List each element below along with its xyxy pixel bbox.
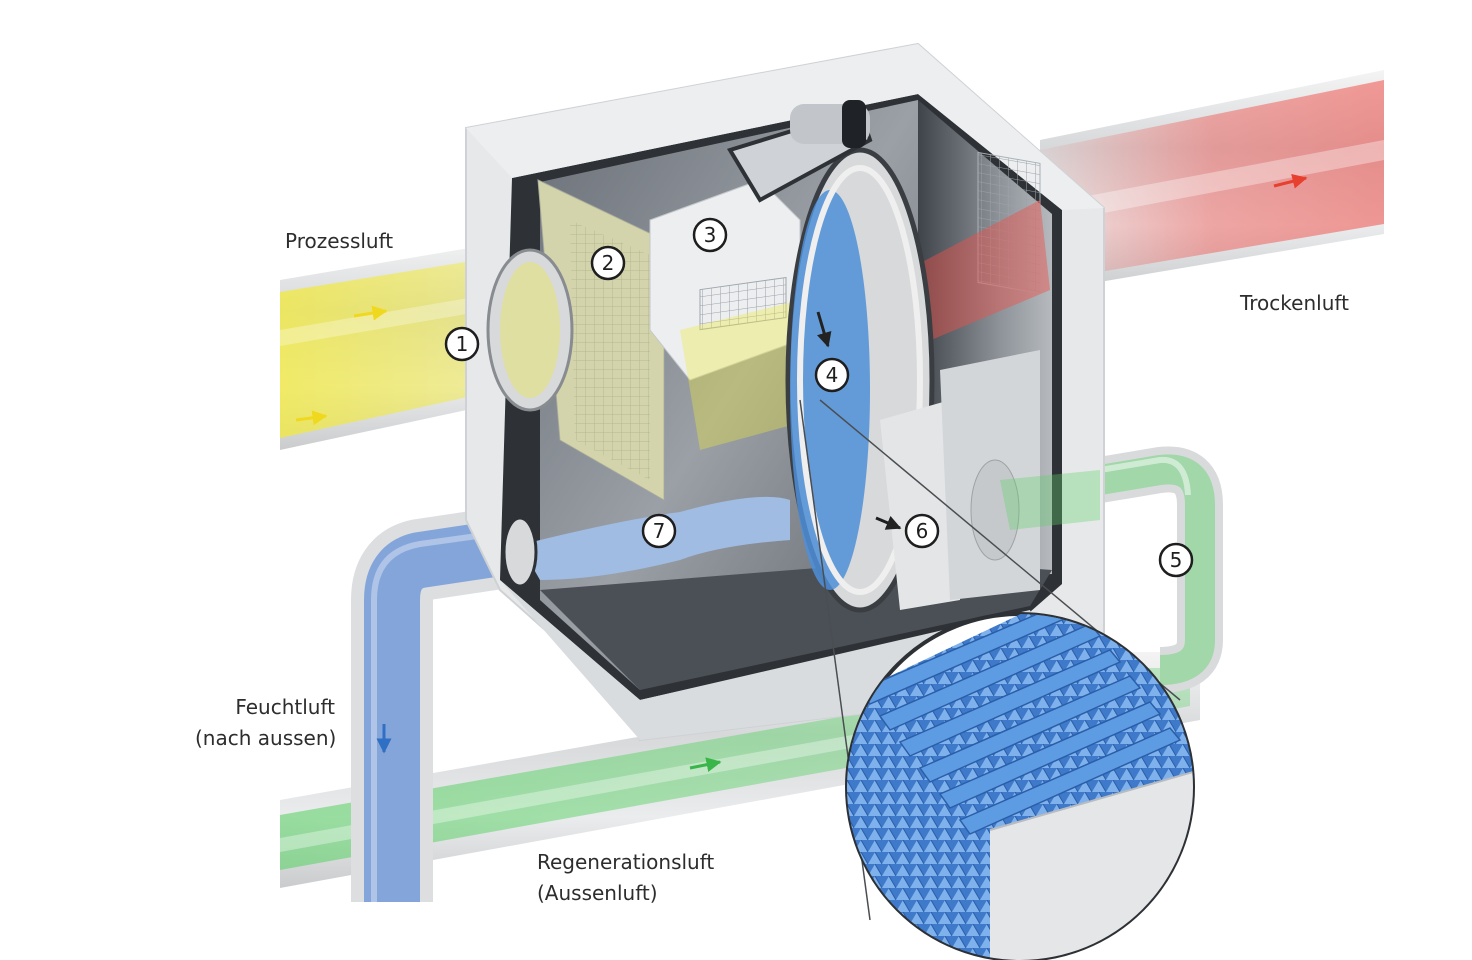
label-subtext: (nach aussen)	[195, 726, 337, 750]
marker-1: 1	[444, 326, 480, 362]
fan-heater	[649, 179, 810, 450]
label-text: Regenerationsluft	[537, 850, 715, 874]
label-text: Prozessluft	[285, 229, 394, 253]
rotor-detail-magnifier	[845, 612, 1195, 960]
wet-air-pipe	[351, 504, 527, 902]
label-regenerationsluft: Regenerationsluft (Aussenluft)	[537, 847, 714, 909]
label-text: Trockenluft	[1240, 291, 1349, 315]
marker-label: 2	[602, 251, 615, 275]
outlet-grille	[977, 151, 1041, 294]
dry-air-pipe	[1040, 70, 1384, 292]
marker-6: 6	[875, 513, 940, 549]
marker-3: 3	[692, 217, 728, 253]
label-feuchtluft: Feuchtluft (nach aussen)	[195, 692, 337, 754]
process-air-arrow-icon	[353, 305, 388, 321]
label-prozessluft: Prozessluft	[285, 226, 393, 257]
heated-regeneration-loop-pipe	[1096, 446, 1223, 693]
marker-label: 3	[704, 223, 717, 247]
inlet-collar	[486, 248, 574, 412]
label-trockenluft: Trockenluft	[1240, 288, 1349, 319]
rotation-arrow-icon	[816, 311, 832, 348]
drive-motor	[726, 100, 873, 203]
process-air-arrow-icon	[295, 410, 328, 426]
label-subtext: (Aussenluft)	[537, 881, 658, 905]
label-text: Feuchtluft	[235, 695, 335, 719]
marker-7: 7	[641, 513, 677, 549]
marker-label: 4	[826, 363, 839, 387]
dry-air-arrow-icon	[1273, 173, 1308, 189]
marker-2: 2	[590, 245, 626, 281]
marker-label: 6	[916, 519, 929, 543]
pre-filter	[537, 179, 665, 501]
marker-label: 1	[456, 332, 469, 356]
marker-5: 5	[1158, 542, 1194, 578]
regeneration-air-arrow-icon	[689, 757, 722, 773]
marker-4: 4	[814, 357, 850, 393]
marker-label: 7	[653, 519, 666, 543]
marker-label: 5	[1170, 548, 1183, 572]
